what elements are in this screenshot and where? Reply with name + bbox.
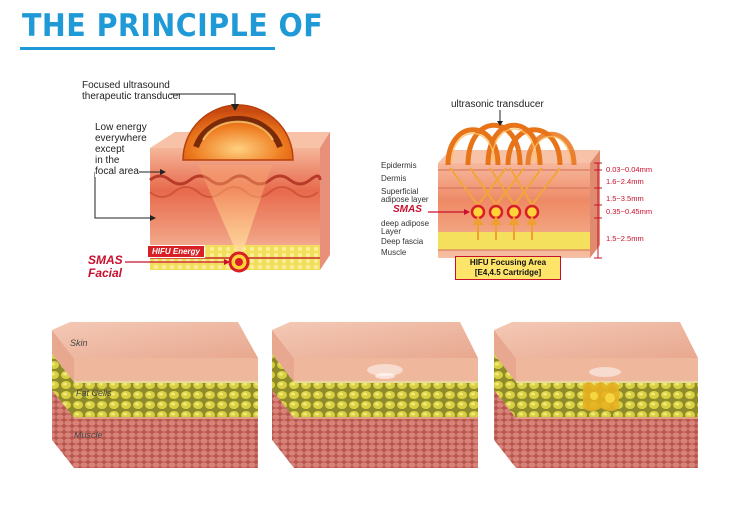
skin-label: Skin (70, 338, 88, 348)
low-energy-line1: Low energy (95, 122, 147, 133)
tissue-block-2 (272, 322, 478, 468)
focusing-area-box: HIFU Focusing Area [E4,4.5 Cartridge] (455, 256, 561, 280)
measurement-3: 1.5~3.5mm (606, 195, 644, 203)
layer-muscle: Muscle (381, 248, 406, 257)
ultrasonic-transducer-label: ultrasonic transducer (451, 99, 544, 110)
smas-label-left: SMAS (88, 253, 123, 267)
hifu-energy-label: HIFU Energy (147, 245, 205, 258)
layer-dermis: Dermis (381, 174, 406, 183)
layer-deep-fascia: Deep fascia (381, 237, 423, 246)
measurement-2: 1.6~2.4mm (606, 178, 644, 186)
fat-cells-label: Fat Cells (76, 388, 112, 398)
measurement-4: 0.35~0.45mm (606, 208, 652, 216)
low-energy-line4: in the (95, 155, 119, 166)
right-tissue-block (438, 150, 600, 258)
focusing-area-line1: HIFU Focusing Area (456, 258, 560, 268)
focusing-area-line2: [E4,4.5 Cartridge] (456, 268, 560, 278)
left-transducer (183, 105, 293, 160)
measurement-5: 1.5~2.5mm (606, 235, 644, 243)
facial-label: Facial (88, 266, 122, 280)
transducer-label-line1: Focused ultrasound (82, 80, 170, 91)
measurement-1: 0.03~0.04mm (606, 166, 652, 174)
transducer-label-line2: therapeutic transducer (82, 91, 182, 102)
low-energy-line2: everywhere (95, 133, 147, 144)
muscle-label: Muscle (74, 430, 103, 440)
low-energy-line5: focal area (95, 166, 139, 177)
smas-label-right: SMAS (393, 204, 422, 215)
tissue-block-3 (494, 322, 698, 468)
layer-deep-adipose-line2: Layer (381, 227, 401, 236)
layer-epidermis: Epidermis (381, 161, 417, 170)
low-energy-line3: except (95, 144, 124, 155)
layer-superficial-line2: adipose layer (381, 195, 429, 204)
